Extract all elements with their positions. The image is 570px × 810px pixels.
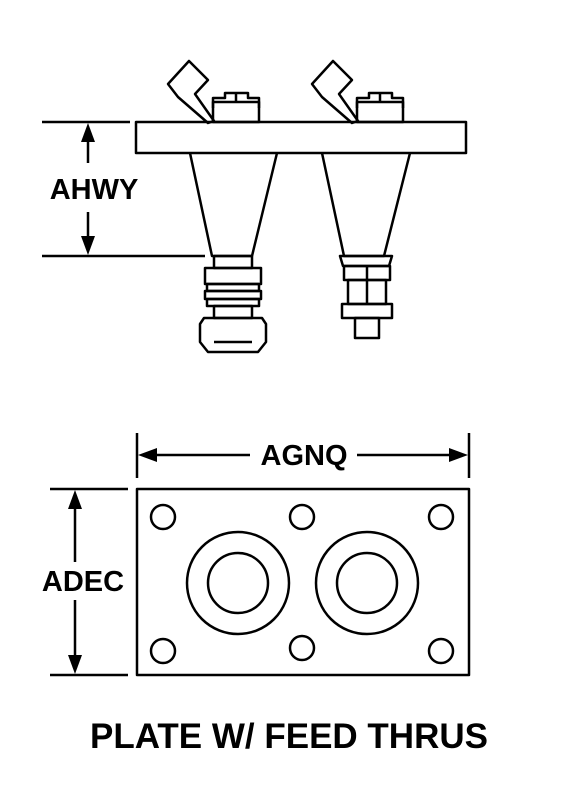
left-feed-through [188, 152, 279, 354]
plate-height-dimension [50, 487, 128, 677]
mounting-hole [427, 637, 455, 665]
arrow-left-icon [138, 448, 157, 462]
left-valve-handle [166, 59, 261, 125]
left-feed-port [185, 530, 291, 636]
mounting-hole [288, 634, 316, 662]
mounting-holes [149, 503, 455, 665]
mounting-hole [149, 637, 177, 665]
arrow-up-icon [68, 490, 82, 509]
right-feed-through [320, 152, 412, 340]
arrow-right-icon [449, 448, 468, 462]
arrow-down-icon [81, 236, 95, 255]
side-height-dimension [42, 120, 205, 258]
mounting-hole [288, 503, 316, 531]
plate-width-label: AGNQ [261, 440, 348, 472]
drawing-caption: PLATE W/ FEED THRUS [90, 717, 488, 756]
side-height-label: AHWY [50, 174, 139, 206]
right-feed-port [314, 530, 420, 636]
mounting-hole [149, 503, 177, 531]
side-plate [134, 120, 468, 155]
plate-height-label: ADEC [42, 566, 124, 598]
top-view: AGNQ ADEC [42, 433, 471, 677]
right-valve-handle [310, 59, 405, 125]
arrow-up-icon [81, 123, 95, 142]
arrow-down-icon [68, 655, 82, 674]
mounting-hole [427, 503, 455, 531]
top-plate [135, 487, 471, 677]
plate-width-dimension [135, 433, 471, 478]
side-view: AHWY [42, 59, 468, 354]
